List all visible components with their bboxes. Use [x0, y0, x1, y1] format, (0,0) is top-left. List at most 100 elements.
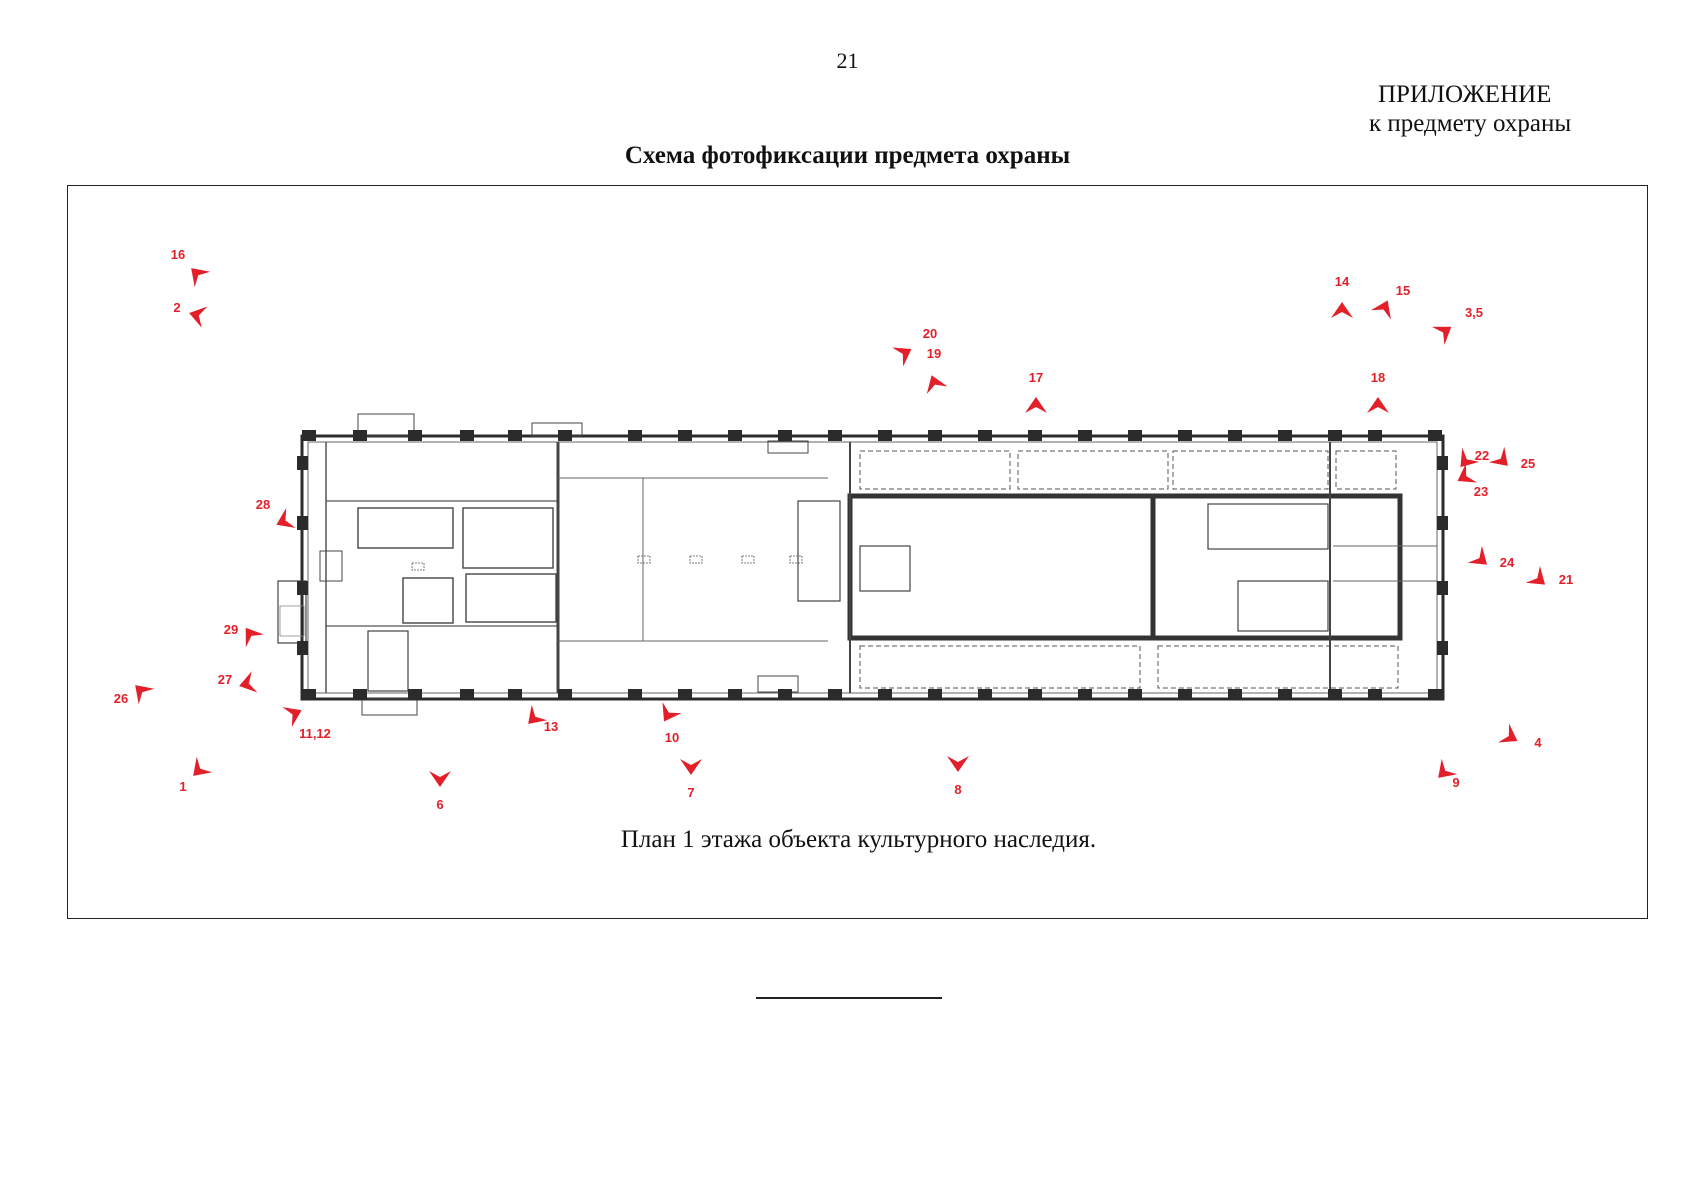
wall-pier — [978, 689, 992, 700]
inner-court — [847, 493, 1403, 641]
camera-direction-icon — [662, 702, 682, 722]
camera-direction-icon — [1525, 565, 1546, 585]
room — [1335, 450, 1397, 490]
camera-direction-icon — [892, 347, 912, 367]
room — [859, 545, 911, 592]
camera-direction-icon — [1438, 758, 1458, 778]
wall-pier — [1178, 689, 1192, 700]
marker-label: 16 — [171, 247, 185, 262]
marker-label: 28 — [256, 497, 270, 512]
marker-label: 21 — [1559, 572, 1573, 587]
photo-marker: 27 — [218, 671, 258, 693]
building-plan — [277, 413, 1448, 716]
marker-label: 24 — [1500, 555, 1515, 570]
column-outline — [789, 555, 803, 564]
wall-pier — [1128, 689, 1142, 700]
wall-pier — [1078, 430, 1092, 441]
photo-marker: 26 — [114, 685, 155, 706]
camera-direction-icon — [1370, 300, 1391, 320]
wall-pier — [1437, 641, 1448, 655]
wall-pier — [678, 689, 692, 700]
wall-pier — [1028, 689, 1042, 700]
marker-label: 18 — [1371, 370, 1385, 385]
marker-label: 19 — [927, 346, 941, 361]
marker-label: 29 — [224, 622, 238, 637]
wall-pier — [1437, 581, 1448, 595]
wall-pier — [778, 689, 792, 700]
wall-pier — [778, 430, 792, 441]
room — [402, 577, 454, 624]
photo-marker: 1 — [179, 756, 213, 794]
wall-pier — [1437, 516, 1448, 530]
wall-pier — [302, 689, 316, 700]
wall-pier — [1128, 430, 1142, 441]
photo-marker: 18 — [1367, 370, 1389, 413]
marker-label: 9 — [1452, 775, 1459, 790]
camera-direction-icon — [680, 759, 702, 775]
photo-markers: 16220191714153,51822252324212829272611,1… — [114, 247, 1573, 812]
camera-direction-icon — [528, 704, 548, 724]
room — [367, 630, 409, 692]
camera-direction-icon — [1467, 545, 1488, 565]
room — [859, 450, 1011, 490]
wall-pier — [460, 689, 474, 700]
wall-pier — [558, 689, 572, 700]
appendix-heading: ПРИЛОЖЕНИЕ к предмету охраны — [1369, 80, 1571, 138]
wall-pier — [1428, 430, 1442, 441]
column-outline — [741, 555, 755, 564]
camera-direction-icon — [191, 268, 211, 288]
marker-label: 8 — [954, 782, 961, 797]
marker-label: 6 — [436, 797, 443, 812]
wall-pier — [297, 516, 308, 530]
camera-direction-icon — [926, 375, 948, 395]
wall-pier — [728, 430, 742, 441]
room — [859, 645, 1141, 689]
photo-marker: 10 — [662, 702, 682, 745]
marker-label: 20 — [923, 326, 937, 341]
marker-label: 10 — [665, 730, 679, 745]
end-rule — [756, 997, 942, 999]
photo-marker: 25 — [1488, 446, 1535, 471]
photo-marker: 29 — [224, 622, 264, 648]
room — [1157, 645, 1399, 689]
wall-pier — [297, 581, 308, 595]
room — [797, 500, 841, 602]
photo-marker: 8 — [947, 756, 969, 797]
photo-marker: 15 — [1370, 283, 1410, 320]
marker-label: 4 — [1534, 735, 1542, 750]
camera-direction-icon — [276, 507, 296, 528]
marker-label: 11,12 — [299, 726, 331, 741]
wall-pier — [1178, 430, 1192, 441]
wall-pier — [1368, 430, 1382, 441]
wall-pier — [460, 430, 474, 441]
marker-label: 13 — [544, 719, 558, 734]
wall-pier — [878, 689, 892, 700]
photo-marker: 2 — [173, 300, 208, 328]
photo-marker: 6 — [429, 771, 451, 812]
wall-pier — [1278, 430, 1292, 441]
wall-pier — [408, 430, 422, 441]
outer-wall — [300, 434, 1445, 701]
photo-marker: 28 — [256, 497, 296, 528]
marker-label: 26 — [114, 691, 128, 706]
wall-pier — [1228, 689, 1242, 700]
marker-label: 25 — [1521, 456, 1535, 471]
camera-direction-icon — [1025, 397, 1047, 413]
photo-marker: 21 — [1525, 565, 1573, 587]
wall-pier — [828, 689, 842, 700]
camera-direction-icon — [189, 306, 208, 328]
camera-direction-icon — [282, 707, 302, 728]
appendix-title: ПРИЛОЖЕНИЕ — [1378, 81, 1552, 108]
photo-marker: 16 — [171, 247, 211, 288]
camera-direction-icon — [429, 771, 451, 787]
camera-direction-icon — [135, 685, 155, 705]
wall-pier — [1228, 430, 1242, 441]
photo-marker: 24 — [1467, 545, 1515, 570]
wall-pier — [1328, 689, 1342, 700]
photo-marker: 7 — [680, 759, 702, 800]
camera-direction-icon — [1331, 302, 1353, 318]
wall-pier — [1328, 430, 1342, 441]
wall-pier — [928, 689, 942, 700]
photo-marker: 14 — [1331, 274, 1353, 318]
wall-pier — [508, 689, 522, 700]
